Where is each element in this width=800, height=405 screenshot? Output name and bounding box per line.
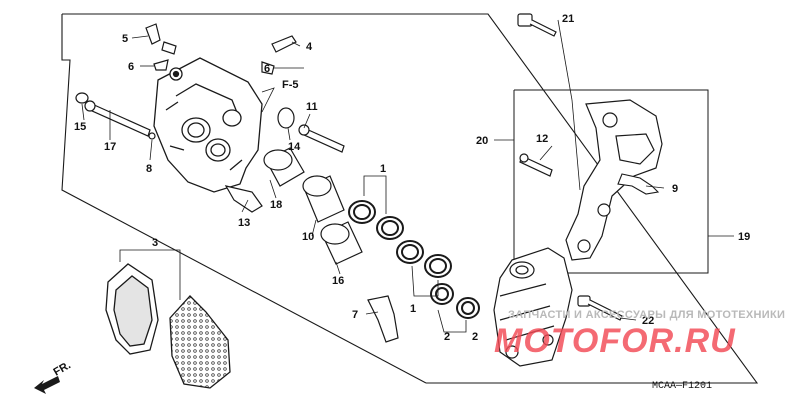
callout-16: 16 bbox=[332, 275, 344, 287]
pad-spring bbox=[617, 173, 660, 195]
watermark-tagline: ЗАПЧАСТИ И АКСЕССУАРЫ ДЛЯ МОТОТЕХНИКИ bbox=[508, 309, 785, 321]
callout-1: 1 bbox=[380, 163, 386, 175]
callout-12: 12 bbox=[536, 133, 548, 145]
callout-2: 2 bbox=[444, 331, 450, 343]
piston-seals bbox=[348, 200, 480, 319]
callout-22: 22 bbox=[642, 315, 654, 327]
leader-lines bbox=[81, 19, 734, 333]
brake-pads bbox=[105, 263, 231, 389]
callout-8: 8 bbox=[146, 163, 152, 175]
section-ref: F-5 bbox=[282, 79, 299, 91]
callout-17: 17 bbox=[104, 141, 116, 153]
callout-6: 6 bbox=[264, 63, 270, 75]
callout-7: 7 bbox=[352, 309, 358, 321]
callout-10: 10 bbox=[302, 231, 314, 243]
watermark: ЗАПЧАСТИ И АКСЕССУАРЫ ДЛЯ МОТОТЕХНИКИ MO… bbox=[494, 309, 785, 360]
bracket-frame bbox=[513, 89, 709, 274]
bracket bbox=[565, 99, 663, 261]
callout-1: 1 bbox=[410, 303, 416, 315]
front-arrow-icon bbox=[34, 376, 60, 394]
callout-6: 6 bbox=[128, 61, 134, 73]
callout-15: 15 bbox=[74, 121, 86, 133]
watermark-logo: MOTOFOR.RU bbox=[494, 322, 736, 360]
callout-19: 19 bbox=[738, 231, 750, 243]
callout-18: 18 bbox=[270, 199, 282, 211]
outer-frame bbox=[61, 13, 759, 384]
caliper-body bbox=[153, 57, 263, 193]
callout-14: 14 bbox=[288, 141, 301, 153]
callout-11: 11 bbox=[306, 101, 318, 113]
hardware bbox=[75, 13, 623, 343]
callout-4: 4 bbox=[306, 41, 313, 53]
callout-20: 20 bbox=[476, 135, 488, 147]
callout-21: 21 bbox=[562, 13, 574, 25]
callout-3: 3 bbox=[152, 237, 158, 249]
callout-2: 2 bbox=[472, 331, 478, 343]
callout-5: 5 bbox=[122, 33, 128, 45]
caliper-half bbox=[493, 247, 573, 367]
callout-13: 13 bbox=[238, 217, 250, 229]
piston-set bbox=[263, 147, 363, 265]
callout-9: 9 bbox=[672, 183, 678, 195]
direction-label: FR. bbox=[52, 359, 73, 378]
drawing-code: MCAA—F1201 bbox=[652, 381, 712, 392]
